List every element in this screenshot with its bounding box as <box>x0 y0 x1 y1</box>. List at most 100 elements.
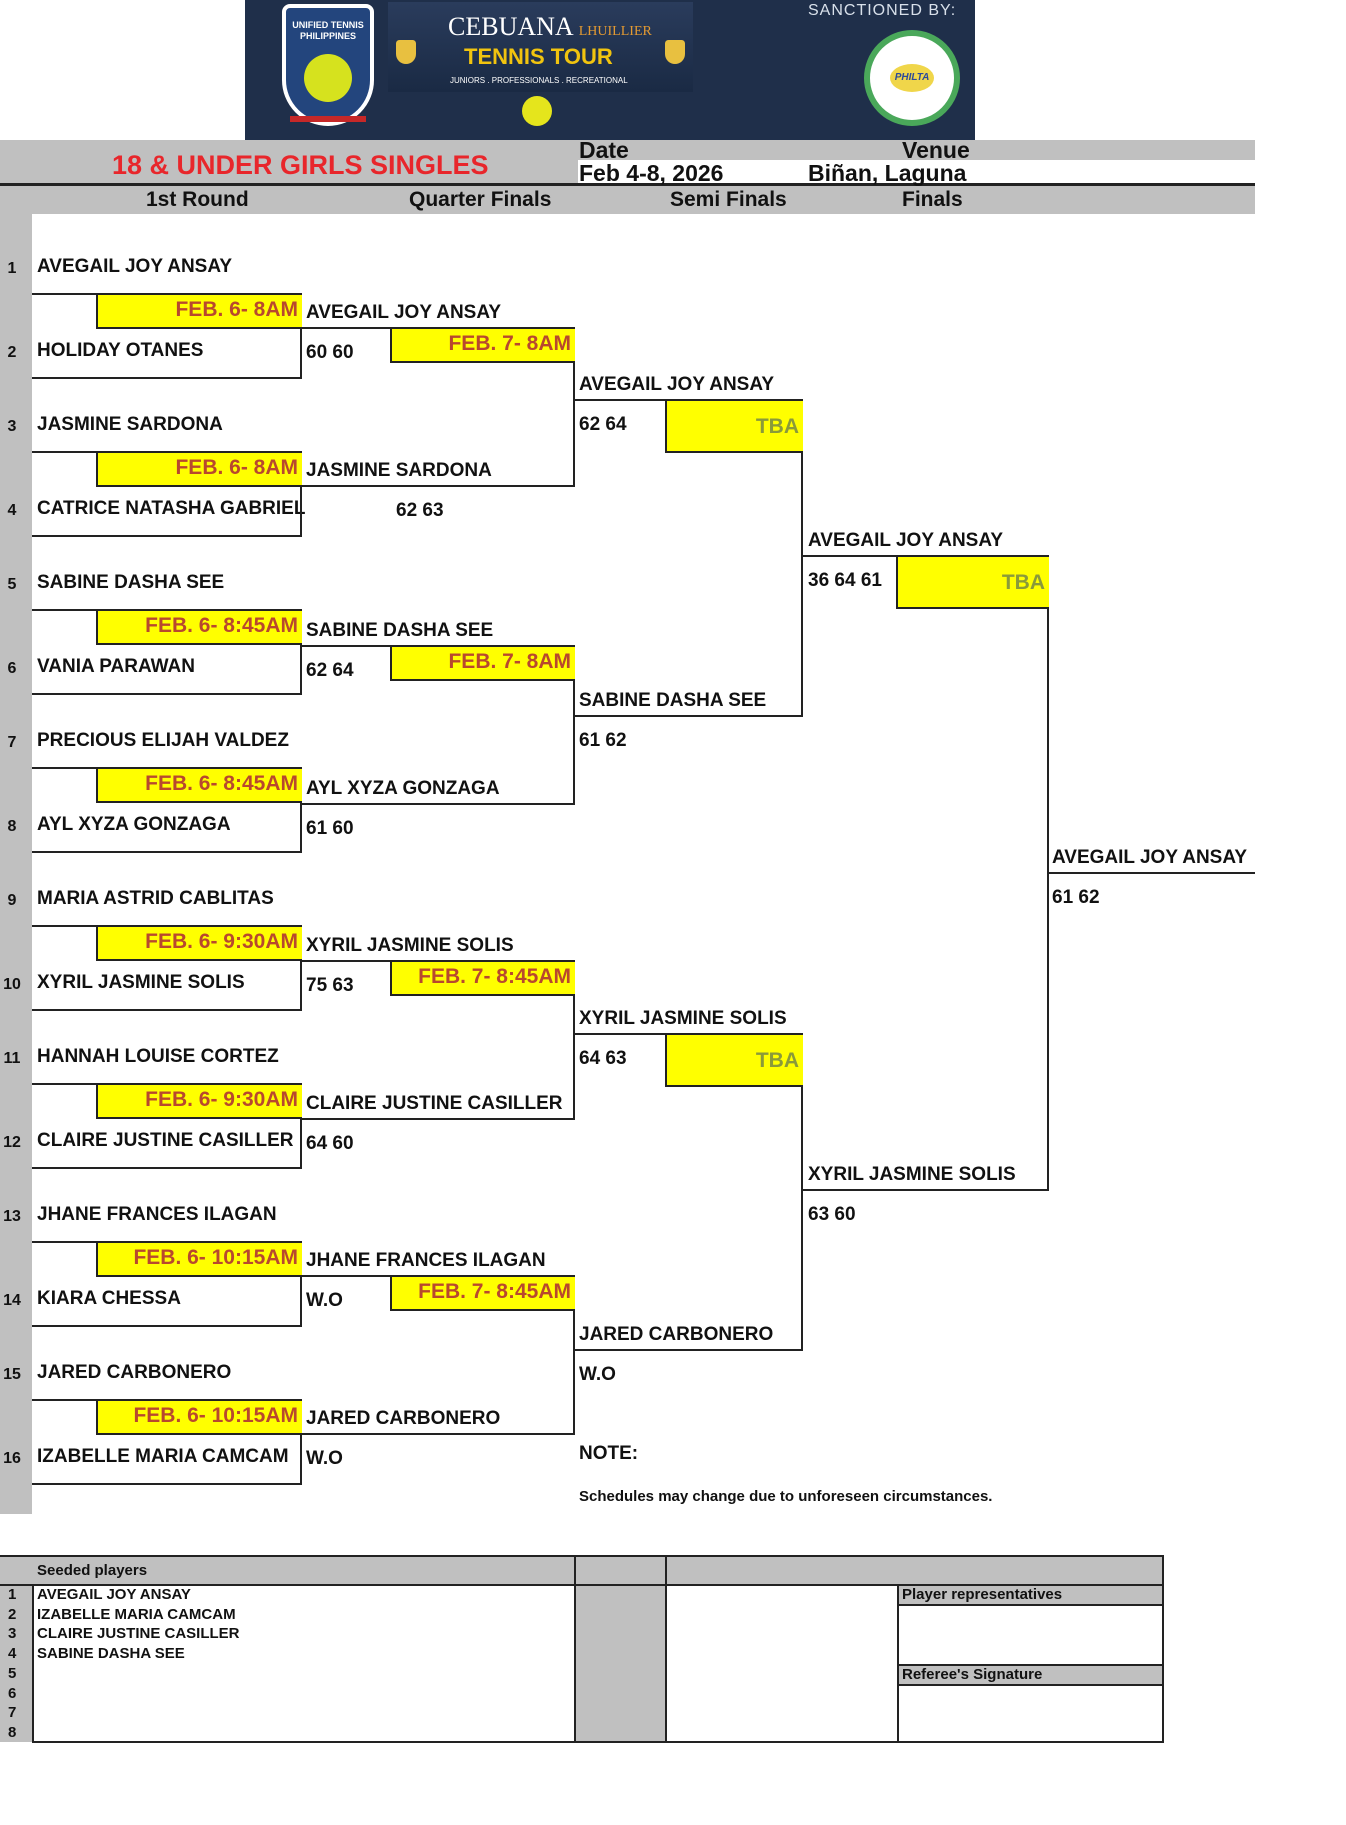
tennis-ball-icon <box>522 96 552 126</box>
qf-player-name: JARED CARBONERO <box>306 1408 501 1429</box>
seed-number: 5 <box>8 1664 17 1682</box>
seed-player-name: CLAIRE JUSTINE CASILLER <box>37 1625 240 1643</box>
sf-player-name: AVEGAIL JOY ANSAY <box>579 374 774 395</box>
r1-player-name: IZABELLE MARIA CAMCAM <box>37 1446 289 1467</box>
draw-position-number: 5 <box>7 576 17 593</box>
r1-connector <box>300 451 302 537</box>
footer-rule <box>0 1555 1164 1557</box>
qf-match-schedule: FEB. 7- 8:45AM <box>390 1275 575 1311</box>
sponsor-name: CEBUANA LHUILLIER <box>448 12 652 41</box>
footer-gray-column <box>575 1584 665 1742</box>
r1-player-name: JARED CARBONERO <box>37 1362 232 1383</box>
sf-player-line <box>573 715 803 717</box>
round-label-qf: Quarter Finals <box>409 188 552 211</box>
r1-player-name: HANNAH LOUISE CORTEZ <box>37 1046 279 1067</box>
date-value: Feb 4-8, 2026 <box>579 160 724 186</box>
r1-player-line <box>32 693 302 695</box>
footer-rule <box>898 1664 1163 1666</box>
footer-number-column <box>0 1584 32 1742</box>
r1-player-name: JASMINE SARDONA <box>37 414 223 435</box>
seed-number: 3 <box>8 1625 17 1643</box>
cebuana-tour-logo: CEBUANA LHUILLIER TENNIS TOUR JUNIORS . … <box>388 2 693 92</box>
sf-score: 61 62 <box>579 730 627 751</box>
qf-connector <box>573 327 575 487</box>
qf-score: W.O <box>306 1290 343 1311</box>
sf-player-name: XYRIL JASMINE SOLIS <box>579 1008 787 1029</box>
qf-match-schedule: FEB. 7- 8:45AM <box>390 960 575 996</box>
footer-rule <box>898 1684 1163 1686</box>
r1-player-line <box>32 1325 302 1327</box>
org-logo-text: UNIFIED TENNIS PHILIPPINES <box>292 20 364 41</box>
footer-rule <box>897 1584 899 1743</box>
footer-rule <box>32 1584 34 1743</box>
round-label-sf: Semi Finals <box>670 188 787 211</box>
r1-player-name: MARIA ASTRID CABLITAS <box>37 888 274 909</box>
seed-number: 6 <box>8 1684 17 1702</box>
final-score: 63 60 <box>808 1204 856 1225</box>
r1-match-schedule: FEB. 6- 9:30AM <box>96 1083 302 1119</box>
seed-player-name: AVEGAIL JOY ANSAY <box>37 1586 191 1603</box>
draw-position-number: 3 <box>7 418 17 435</box>
qf-match-schedule: FEB. 7- 8AM <box>390 645 575 681</box>
tour-tagline: JUNIORS . PROFESSIONALS . RECREATIONAL <box>450 76 628 85</box>
tour-name: TENNIS TOUR <box>464 44 613 69</box>
r1-player-name: AYL XYZA GONZAGA <box>37 814 231 835</box>
final-match-schedule: TBA <box>896 555 1049 609</box>
r1-connector <box>300 767 302 853</box>
draw-position-number: 6 <box>7 660 17 677</box>
draw-position-number: 2 <box>7 344 17 361</box>
seed-number-column <box>0 214 32 1514</box>
seed-number: 1 <box>8 1586 17 1603</box>
r1-player-name: JHANE FRANCES ILAGAN <box>37 1204 277 1225</box>
r1-player-name: SABINE DASHA SEE <box>37 572 225 593</box>
final-player-name: AVEGAIL JOY ANSAY <box>808 530 1003 551</box>
date-label: Date <box>579 137 629 163</box>
sf-match-schedule: TBA <box>665 1033 803 1087</box>
r1-match-schedule: FEB. 6- 8:45AM <box>96 767 302 803</box>
player-reps-label: Player representatives <box>902 1586 1063 1603</box>
badge-icon <box>396 40 416 64</box>
sf-player-name: JARED CARBONERO <box>579 1324 774 1345</box>
sf-score: W.O <box>579 1364 616 1385</box>
qf-score: 60 60 <box>306 342 354 363</box>
referee-header <box>898 1664 1163 1684</box>
draw-position-number: 14 <box>3 1292 21 1309</box>
seed-player-name: IZABELLE MARIA CAMCAM <box>37 1605 236 1623</box>
header-band <box>0 160 578 184</box>
sf-score: 64 63 <box>579 1048 627 1069</box>
r1-connector <box>300 925 302 1011</box>
final-player-name: XYRIL JASMINE SOLIS <box>808 1164 1016 1185</box>
draw-position-number: 8 <box>7 818 17 835</box>
sf-player-line <box>573 1349 803 1351</box>
unified-tennis-logo: UNIFIED TENNIS PHILIPPINES <box>282 4 374 126</box>
qf-player-line <box>300 1118 575 1120</box>
qf-connector <box>573 960 575 1120</box>
note-text: Schedules may change due to unforeseen c… <box>579 1488 993 1505</box>
final-player-line <box>801 1189 1049 1191</box>
draw-position-number: 16 <box>3 1450 21 1467</box>
sf-connector <box>801 399 803 717</box>
r1-connector <box>300 609 302 695</box>
qf-player-name: AYL XYZA GONZAGA <box>306 778 500 799</box>
r1-connector <box>300 1399 302 1485</box>
qf-score: 64 60 <box>306 1133 354 1154</box>
qf-score: 61 60 <box>306 818 354 839</box>
r1-connector <box>300 293 302 379</box>
champion-name: AVEGAIL JOY ANSAY <box>1052 847 1247 868</box>
seed-player-name: SABINE DASHA SEE <box>37 1645 185 1663</box>
referee-label: Referee's Signature <box>902 1666 1043 1683</box>
qf-player-line <box>300 803 575 805</box>
qf-score: W.O <box>306 1448 343 1469</box>
player-reps-header <box>898 1584 1163 1604</box>
sf-score: 62 64 <box>579 414 627 435</box>
footer-header <box>0 1556 1163 1584</box>
r1-player-name: VANIA PARAWAN <box>37 656 195 677</box>
sf-match-schedule: TBA <box>665 399 803 453</box>
r1-player-line <box>32 1009 302 1011</box>
seed-number: 7 <box>8 1704 17 1722</box>
r1-match-schedule: FEB. 6- 8AM <box>96 293 302 329</box>
footer-rule <box>0 1584 1164 1586</box>
badge-icon <box>665 40 685 64</box>
r1-match-schedule: FEB. 6- 8:45AM <box>96 609 302 645</box>
qf-player-name: JASMINE SARDONA <box>306 460 492 481</box>
